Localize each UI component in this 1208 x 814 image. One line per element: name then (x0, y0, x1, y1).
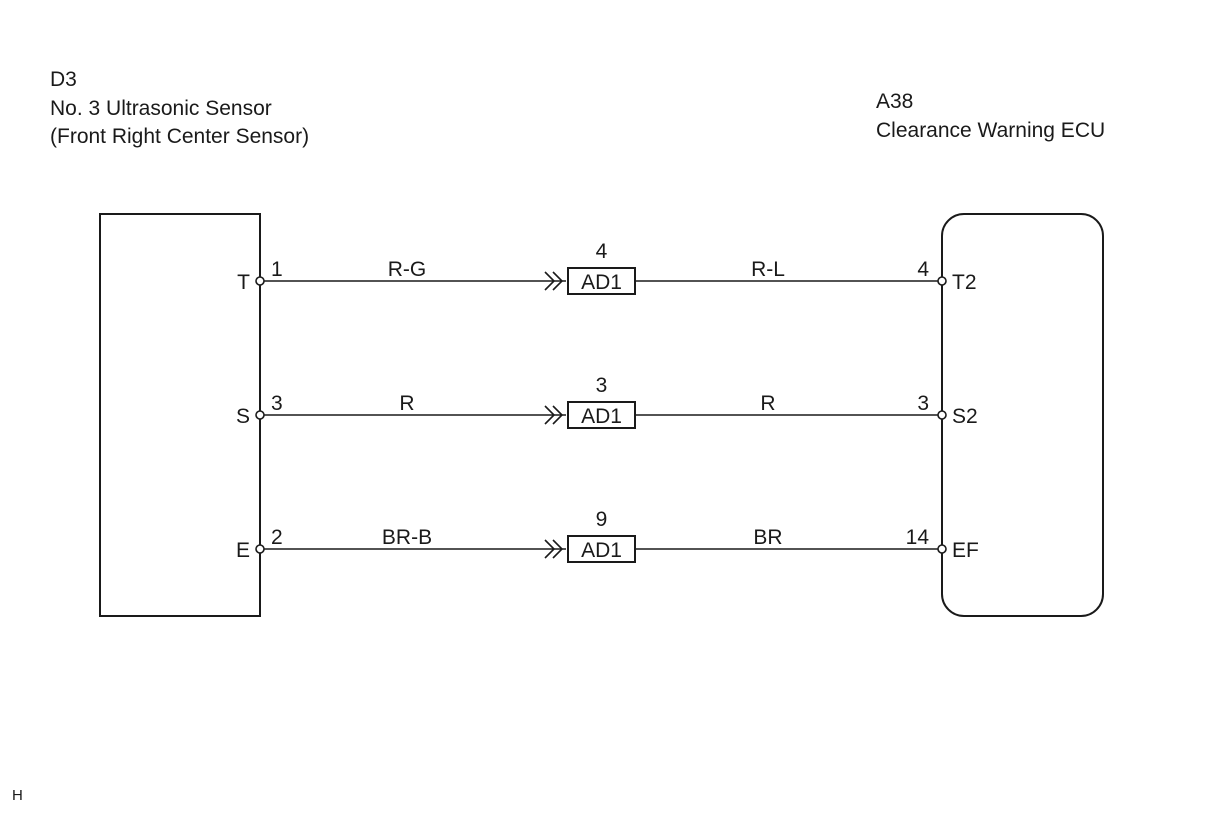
right-terminal-name: T2 (952, 271, 977, 294)
footer-code: H (12, 787, 23, 804)
left-wire-color: BR-B (382, 526, 432, 549)
left-pin-terminal-icon (255, 544, 265, 554)
left-pin-number: 2 (271, 526, 283, 549)
left-pin-number: 1 (271, 258, 283, 281)
connector-pin-number: 9 (596, 508, 608, 531)
right-terminal-name: S2 (952, 405, 978, 428)
right-pin-terminal-icon (937, 544, 947, 554)
right-wire-color: R-L (751, 258, 785, 281)
connector-chevron-icon (552, 405, 564, 425)
right-pin-terminal-icon (937, 410, 947, 420)
connector-chevron-icon (552, 271, 564, 291)
left-component-name: No. 3 Ultrasonic Sensor (50, 97, 272, 120)
connector-label: AD1 (581, 405, 622, 428)
right-terminal-name: EF (952, 539, 979, 562)
right-pin-number: 3 (917, 392, 929, 415)
connector-pin-number: 3 (596, 374, 608, 397)
left-pin-terminal-icon (255, 410, 265, 420)
right-component-code: A38 (876, 90, 913, 113)
ultrasonic-sensor-body (99, 213, 261, 617)
connector-chevron-icon (552, 539, 564, 559)
connector-chevron-icon (544, 539, 556, 559)
left-pin-number: 3 (271, 392, 283, 415)
left-wire-color: R (399, 392, 414, 415)
connector-pin-number: 4 (596, 240, 608, 263)
left-component-subtitle: (Front Right Center Sensor) (50, 125, 309, 148)
connector-label: AD1 (581, 271, 622, 294)
circuit-row: AD1 4T1 R-G R-L 4T2 (237, 240, 977, 295)
left-pin-terminal-icon (255, 276, 265, 286)
connector-chevron-icon (544, 405, 556, 425)
right-wire-color: R (760, 392, 775, 415)
left-terminal-name: T (237, 271, 250, 294)
right-pin-number: 14 (906, 526, 930, 549)
left-terminal-name: S (236, 405, 250, 428)
connector-box (567, 535, 636, 563)
right-pin-number: 4 (917, 258, 929, 281)
left-terminal-name: E (236, 539, 250, 562)
connector-chevron-icon (544, 271, 556, 291)
left-component-code: D3 (50, 68, 77, 91)
right-wire-color: BR (753, 526, 782, 549)
right-pin-terminal-icon (937, 276, 947, 286)
connector-label: AD1 (581, 539, 622, 562)
left-wire-color: R-G (388, 258, 427, 281)
right-component-name: Clearance Warning ECU (876, 119, 1105, 142)
connector-box (567, 401, 636, 429)
connector-box (567, 267, 636, 295)
